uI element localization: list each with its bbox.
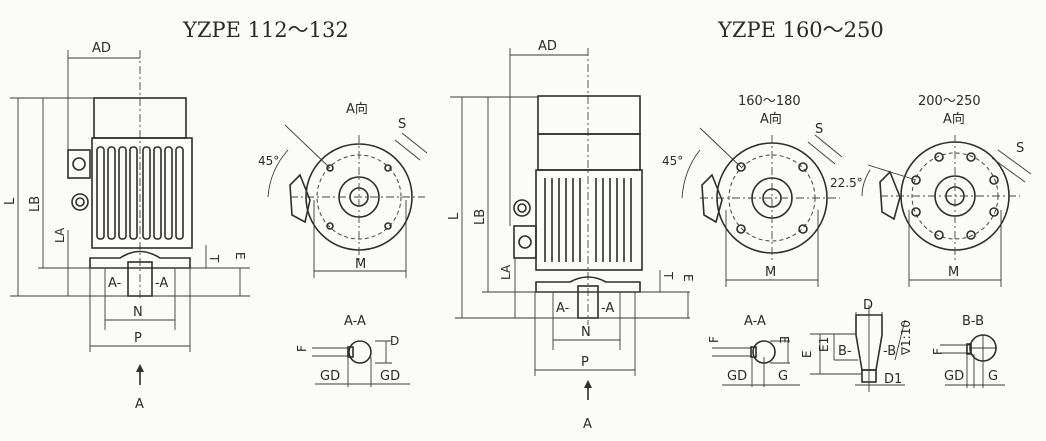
shaft-b-right: -B: [883, 344, 896, 359]
shaft-e1: E1: [817, 337, 831, 352]
right-aa-label: A-A: [744, 314, 766, 329]
right-bb-label: B-B: [962, 314, 984, 329]
dim-l: L: [447, 212, 462, 220]
grounding-boss: [513, 199, 531, 217]
section-mark-a-left: A-: [556, 301, 570, 316]
view-200-250-range: 200～250: [918, 94, 981, 109]
view-arrow-a: A: [135, 397, 144, 412]
view-160-180-label: A向: [760, 111, 782, 127]
dim-p: P: [581, 355, 589, 370]
right-title: YZPE 160～250: [717, 18, 884, 42]
terminal-box: [67, 149, 91, 179]
view-arrow-a: A: [583, 417, 592, 432]
left-end-view: [267, 124, 428, 278]
view-160-180-range: 160～180: [738, 94, 801, 109]
section-mark-a-right: -A: [155, 276, 168, 291]
dim-t: T: [207, 254, 221, 263]
right-bb-g: G: [988, 369, 998, 384]
dim-ad: AD: [92, 41, 111, 56]
left-section-f: F: [295, 345, 309, 352]
shaft-taper-detail: [810, 305, 906, 392]
left-section-d: D: [390, 334, 399, 348]
left-section-label: A-A: [344, 314, 366, 329]
view-200-250-m: M: [948, 265, 959, 280]
dim-n: N: [581, 325, 591, 340]
view-200-250-s: S: [1016, 141, 1024, 156]
cooling-fins: [96, 146, 184, 240]
shaft-e: E: [800, 350, 814, 358]
dim-lb: LB: [28, 196, 43, 212]
left-dim-s: S: [398, 117, 406, 132]
dim-lb: LB: [473, 209, 488, 225]
right-section-bb: [940, 334, 1005, 388]
view-160-180-m: M: [765, 265, 776, 280]
section-mark-a-left: A-: [108, 276, 122, 291]
dim-e: E: [233, 252, 247, 260]
left-angle: 45°: [258, 154, 279, 168]
left-title: YZPE 112～132: [182, 18, 349, 42]
dim-la: LA: [53, 227, 67, 243]
shaft-b-left: B-: [838, 344, 852, 359]
flange: [535, 276, 641, 293]
dim-l: L: [3, 197, 18, 205]
right-motor-side-view: [450, 48, 690, 400]
end-view-160-180: [681, 127, 843, 287]
cooling-fins: [544, 178, 632, 262]
right-aa-e: E: [777, 336, 791, 344]
end-view-200-250: [861, 135, 1032, 287]
right-aa-f: F: [707, 336, 721, 343]
grounding-boss: [71, 193, 89, 211]
right-aa-g: G: [778, 369, 788, 384]
shaft-taper: ∇1:10: [899, 320, 913, 356]
view-160-180-s: S: [815, 122, 823, 137]
right-bb-gd: GD: [944, 369, 964, 384]
section-mark-a-right: -A: [601, 301, 614, 316]
view-160-180-angle: 45°: [662, 154, 683, 168]
left-motor-side-view: [10, 50, 250, 385]
left-dim-m: M: [355, 257, 366, 272]
right-aa-gd: GD: [727, 369, 747, 384]
right-section-aa: [712, 340, 800, 387]
left-view-label: A向: [346, 101, 368, 117]
left-section-aa: [312, 340, 410, 387]
dim-t: T: [661, 271, 675, 280]
shaft-d: D: [863, 298, 873, 313]
dim-e: E: [681, 274, 695, 282]
right-bb-f: F: [931, 348, 945, 355]
left-section-gd1: GD: [320, 369, 340, 384]
dim-la: LA: [499, 264, 513, 280]
dim-ad: AD: [538, 39, 557, 54]
left-section-gd2: GD: [380, 369, 400, 384]
shaft-d1: D1: [884, 372, 902, 387]
dim-p: P: [134, 331, 142, 346]
view-200-250-label: A向: [943, 111, 965, 127]
view-200-250-angle: 22.5°: [830, 176, 863, 190]
flange: [89, 250, 191, 269]
dim-n: N: [133, 305, 143, 320]
terminal-box: [513, 225, 537, 259]
